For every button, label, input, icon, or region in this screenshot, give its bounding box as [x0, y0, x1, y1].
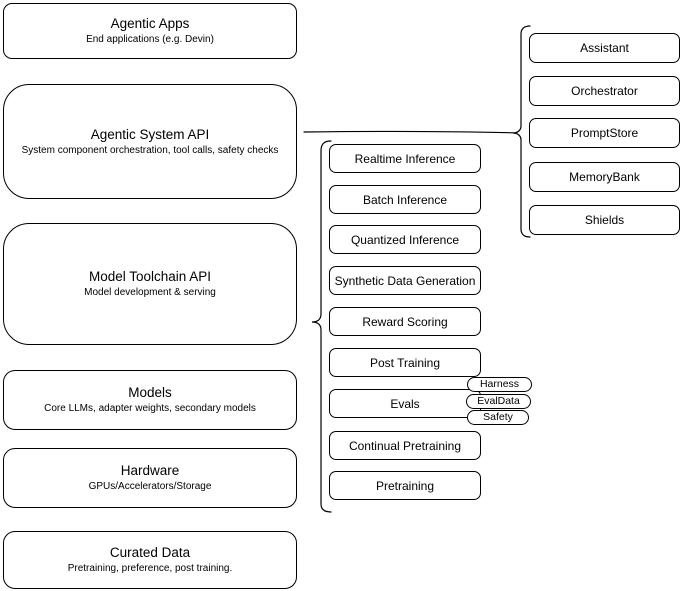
node-model-toolchain-api: Model Toolchain API Model development & … — [3, 223, 297, 345]
node-title: Agentic Apps — [110, 16, 190, 31]
node-subtitle: GPUs/Accelerators/Storage — [88, 481, 212, 492]
node-quantized-inference: Quantized Inference — [329, 225, 481, 254]
tag-label: EvalData — [477, 395, 520, 407]
node-agentic-system-api: Agentic System API System component orch… — [3, 84, 297, 199]
node-curated-data: Curated Data Pretraining, preference, po… — [3, 531, 297, 589]
node-reward-scoring: Reward Scoring — [329, 307, 481, 336]
node-evals: Evals — [329, 389, 481, 418]
node-subtitle: Model development & serving — [84, 287, 216, 298]
node-title: Curated Data — [109, 545, 191, 560]
tag-evaldata: EvalData — [466, 394, 531, 409]
node-continual-pretraining: Continual Pretraining — [329, 431, 481, 460]
node-shields: Shields — [529, 205, 680, 235]
node-memorybank: MemoryBank — [529, 162, 680, 192]
node-assistant: Assistant — [529, 33, 680, 63]
node-synthetic-data-generation: Synthetic Data Generation — [329, 266, 481, 295]
tag-label: Harness — [479, 378, 520, 390]
tag-harness: Harness — [467, 377, 532, 392]
node-label: Batch Inference — [362, 192, 448, 207]
node-orchestrator: Orchestrator — [529, 76, 680, 106]
node-label: Quantized Inference — [350, 232, 460, 247]
node-subtitle: Core LLMs, adapter weights, secondary mo… — [44, 403, 256, 414]
node-batch-inference: Batch Inference — [329, 185, 481, 214]
node-label: Reward Scoring — [362, 314, 448, 329]
node-label: Realtime Inference — [354, 151, 456, 166]
toolchain-brace — [311, 140, 332, 513]
node-label: Pretraining — [375, 478, 435, 493]
node-subtitle: System component orchestration, tool cal… — [21, 144, 279, 156]
node-hardware: Hardware GPUs/Accelerators/Storage — [3, 448, 297, 508]
node-realtime-inference: Realtime Inference — [329, 144, 481, 173]
node-label: Continual Pretraining — [348, 438, 462, 453]
node-label: Evals — [390, 396, 420, 411]
node-agentic-apps: Agentic Apps End applications (e.g. Devi… — [3, 3, 297, 59]
components-brace — [512, 25, 531, 238]
node-title: Agentic System API — [90, 126, 210, 142]
node-label: Shields — [584, 213, 625, 227]
node-pretraining: Pretraining — [329, 471, 481, 500]
node-label: PromptStore — [570, 126, 639, 140]
node-label: Orchestrator — [571, 84, 638, 98]
node-subtitle: End applications (e.g. Devin) — [86, 34, 214, 45]
node-title: Hardware — [120, 463, 180, 478]
node-label: Post Training — [369, 355, 441, 370]
node-label: Synthetic Data Generation — [334, 273, 476, 288]
node-label: MemoryBank — [569, 170, 640, 184]
node-models: Models Core LLMs, adapter weights, secon… — [3, 370, 297, 430]
node-label: Assistant — [580, 41, 629, 55]
node-subtitle: Pretraining, preference, post training. — [67, 563, 233, 574]
node-title: Models — [128, 385, 172, 400]
node-post-training: Post Training — [329, 348, 481, 377]
tag-label: Safety — [483, 411, 513, 423]
node-title: Model Toolchain API — [88, 269, 212, 284]
system-to-components-connector-line — [303, 130, 514, 134]
tag-safety: Safety — [467, 410, 529, 425]
node-promptstore: PromptStore — [529, 118, 680, 148]
